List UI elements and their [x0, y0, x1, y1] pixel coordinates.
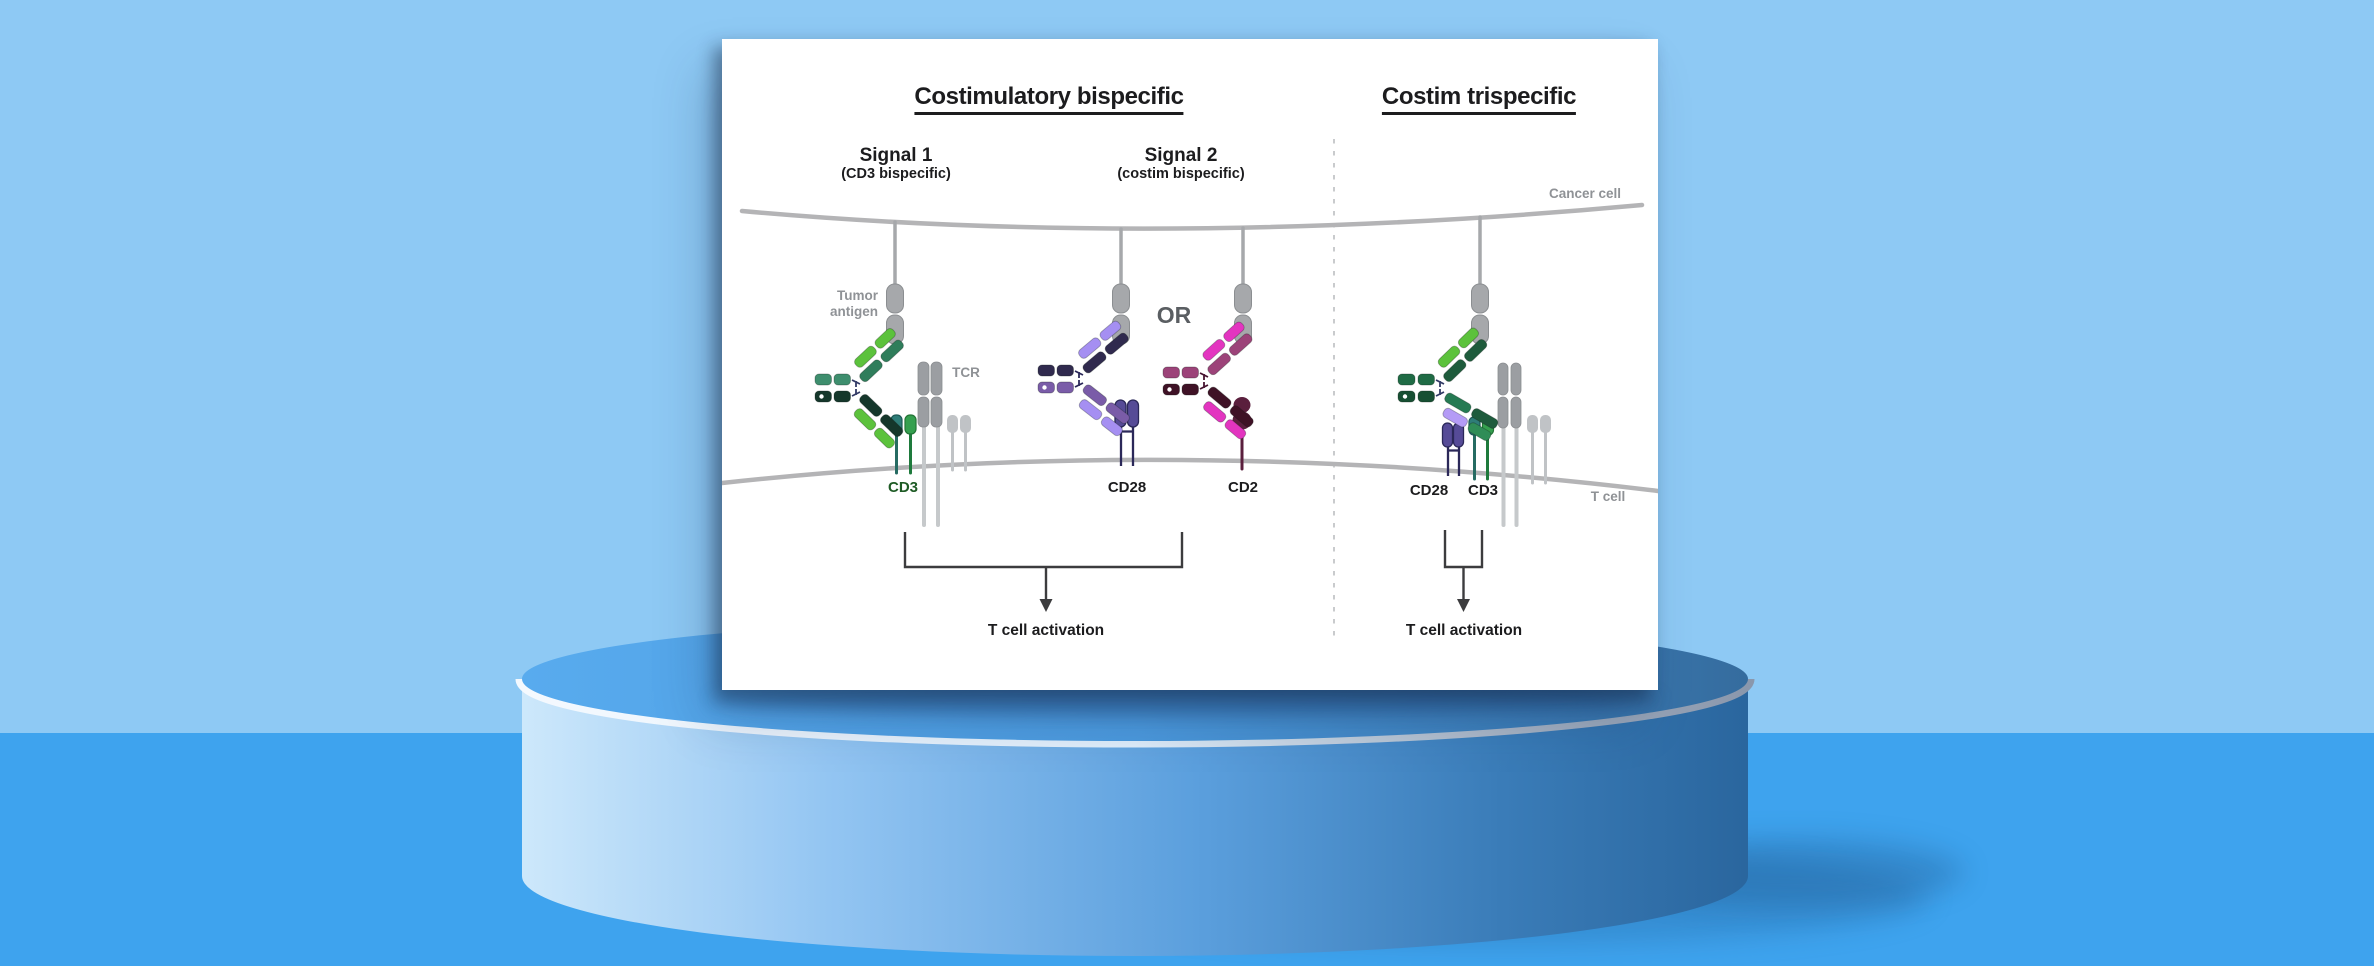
fab-arm-lower: [1442, 392, 1499, 441]
tumor-antigen-label-line2: antigen: [830, 304, 878, 319]
t-cell-label: T cell: [1591, 489, 1626, 504]
activation-bracket-bispecific: [903, 532, 1184, 612]
card-shadow-on-podium: [710, 684, 1660, 716]
cd3-bispecific-antibody: [814, 328, 904, 449]
trispecific-cd28-label: CD28: [1410, 482, 1448, 499]
fab-arm-upper: [854, 328, 904, 383]
arrow-down-icon: [1039, 599, 1053, 612]
activation-bracket-trispecific: [1443, 530, 1484, 612]
cancer-cell-membrane: [739, 202, 1645, 231]
cd3-label: CD3: [888, 479, 918, 496]
fab-arm-upper: [1078, 320, 1129, 374]
cd28-label: CD28: [1108, 479, 1146, 496]
t-cell-membrane: [722, 457, 1658, 494]
t-cell-activation-label-bispecific: T cell activation: [988, 622, 1104, 639]
fab-arm-lower: [1203, 386, 1254, 440]
tumor-antigen-signal1: [886, 220, 904, 345]
cd2-label: CD2: [1228, 479, 1258, 496]
cd28-receptor-trispecific: [1441, 422, 1465, 476]
or-label: OR: [1157, 302, 1192, 328]
trispecific-cd3-label: CD3: [1468, 482, 1498, 499]
fab-arm-lower: [853, 393, 904, 449]
fc-region: [1037, 364, 1074, 394]
fc-region: [814, 373, 851, 403]
cd2-bispecific-antibody: [1162, 321, 1254, 440]
t-cell-activation-label-trispecific: T cell activation: [1406, 622, 1522, 639]
tumor-antigen-label-line1: Tumor: [837, 288, 879, 303]
tcr-complex-trispecific: [1497, 362, 1551, 527]
fab-arm-upper: [1437, 327, 1488, 383]
arrow-down-icon: [1457, 599, 1470, 612]
cancer-cell-label: Cancer cell: [1549, 186, 1621, 201]
podium-side: [522, 679, 1748, 956]
tcr-label: TCR: [952, 365, 980, 380]
tcr-complex-bispecific: [917, 361, 971, 527]
fc-region: [1397, 373, 1435, 403]
figure-card: Tumor antigen TCR Cancer cell T cell OR …: [722, 39, 1658, 690]
cd28-bispecific-antibody: [1037, 320, 1130, 437]
fc-region: [1162, 366, 1199, 396]
fab-arm-upper: [1202, 321, 1253, 376]
trispecific-antibody: [1397, 327, 1499, 441]
fab-arm-lower: [1078, 384, 1130, 437]
diagram-svg: Tumor antigen TCR Cancer cell T cell OR …: [722, 139, 1658, 641]
tumor-antigen-trispecific: [1471, 215, 1489, 345]
